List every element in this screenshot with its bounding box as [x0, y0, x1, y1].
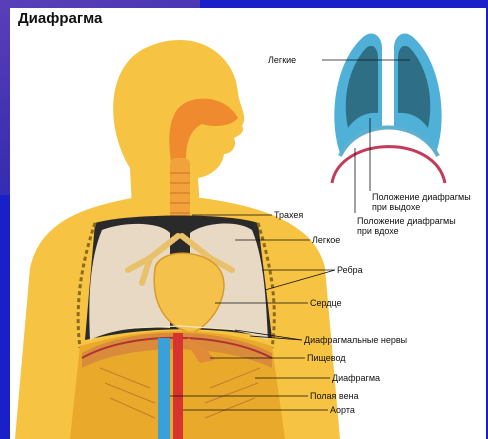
inset-inhale-diaphragm [332, 147, 445, 183]
label-lungs: Легкие [268, 55, 296, 65]
vena-cava-shape [158, 338, 170, 439]
label-ribs: Ребра [337, 265, 363, 275]
label-trachea: Трахея [274, 210, 303, 220]
body-figure [15, 40, 340, 439]
label-esophagus: Пищевод [307, 353, 346, 363]
label-exhale-1: Положение диафрагмы [372, 192, 471, 202]
label-vena-cava: Полая вена [310, 391, 359, 401]
label-phrenic-nerves: Диафрагмальные нервы [304, 335, 407, 345]
label-heart: Сердце [310, 298, 342, 308]
label-diaphragm: Диафрагма [332, 373, 380, 383]
label-exhale-2: при выдохе [372, 202, 420, 212]
inset-diagram: Легкие Положение диафрагмы при выдохе По… [268, 33, 471, 236]
label-inhale-1: Положение диафрагмы [357, 216, 456, 226]
diagram-panel: Диафрагма [10, 8, 486, 439]
label-lung: Легкое [312, 235, 340, 245]
label-inhale-2: при вдохе [357, 226, 399, 236]
label-aorta: Аорта [330, 405, 355, 415]
diagram-canvas: Легкие Положение диафрагмы при выдохе По… [10, 8, 486, 439]
aorta-shape [173, 333, 183, 439]
